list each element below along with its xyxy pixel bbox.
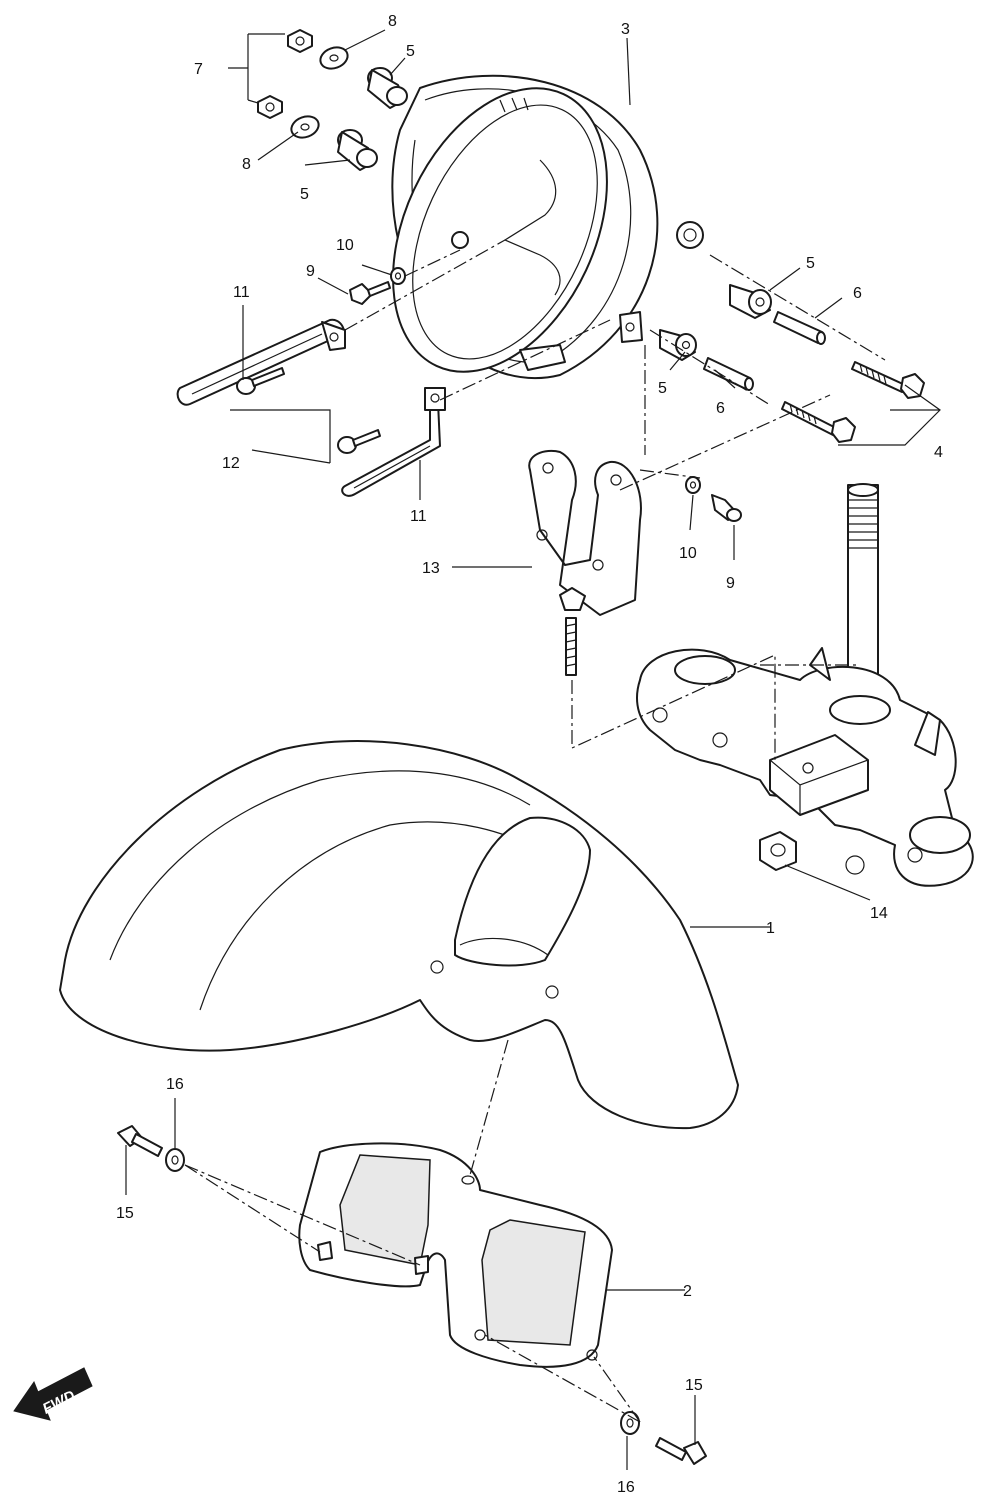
rubber-grommet-right-lower [659,329,697,361]
callout-5-mid: 5 [300,186,309,203]
rubber-grommet-right-upper [729,284,772,319]
callout-11-lower: 11 [410,508,427,525]
screw-left [349,281,391,305]
fender-brace [298,1142,613,1368]
flange-nut [759,831,797,871]
callout-6-upper: 6 [853,285,862,302]
fender-bolt-right [655,1437,707,1465]
bracket-upper [176,318,346,406]
washer-top [319,46,349,70]
callout-10-left: 10 [336,237,354,254]
bracket-lower [341,387,446,497]
screw-right [711,494,742,522]
washer-mid [290,115,320,139]
assembly-lines [184,239,886,1423]
callout-12: 12 [222,455,240,472]
callout-10-right: 10 [679,545,697,562]
callout-7: 7 [194,61,203,78]
collar-lower [703,357,754,391]
nut-top [287,29,313,53]
fender-bolt-left [117,1125,163,1157]
callout-16-left: 16 [166,1076,184,1093]
callout-9-right: 9 [726,575,735,592]
collar-upper [773,311,826,345]
callout-5-top: 5 [406,43,415,60]
screw-bracket-upper [236,367,285,395]
washer-small-left [390,267,406,285]
callout-11-upper: 11 [233,284,250,301]
leader-lines [125,29,941,1470]
steering-stem [636,483,974,887]
callout-3: 3 [621,21,630,38]
callout-9-left: 9 [306,263,315,280]
screw-bracket-lower [337,429,381,454]
callout-15-right: 15 [685,1377,703,1394]
bolt-lower [781,401,856,443]
callout-labels: 1 2 3 4 5 5 5 5 6 6 7 8 8 9 9 10 10 11 1… [116,13,943,1496]
bolt-upper [851,361,925,399]
callout-8-top: 8 [388,13,397,30]
callout-6-lower: 6 [716,400,725,417]
callout-4: 4 [934,444,943,461]
fender-washer-right [620,1411,640,1435]
rubber-grommet-mid [337,129,378,171]
callout-8-mid: 8 [242,156,251,173]
callout-5-right-lower: 5 [658,380,667,397]
callout-16-right: 16 [617,1479,635,1496]
callout-2: 2 [683,1283,692,1300]
callout-5-right-upper: 5 [806,255,815,272]
callout-1: 1 [766,920,775,937]
headlight-housing [391,74,704,379]
fender-washer-left [165,1148,185,1172]
headlight-mount-bracket [528,450,642,676]
callout-13: 13 [422,560,440,577]
washer-small-right [685,476,701,494]
fwd-arrow-icon: FWD [13,1367,93,1421]
callout-15-left: 15 [116,1205,134,1222]
callout-14: 14 [870,905,888,922]
front-fender [59,740,739,1130]
nut-mid [257,95,283,119]
rubber-grommet-top [367,67,408,109]
